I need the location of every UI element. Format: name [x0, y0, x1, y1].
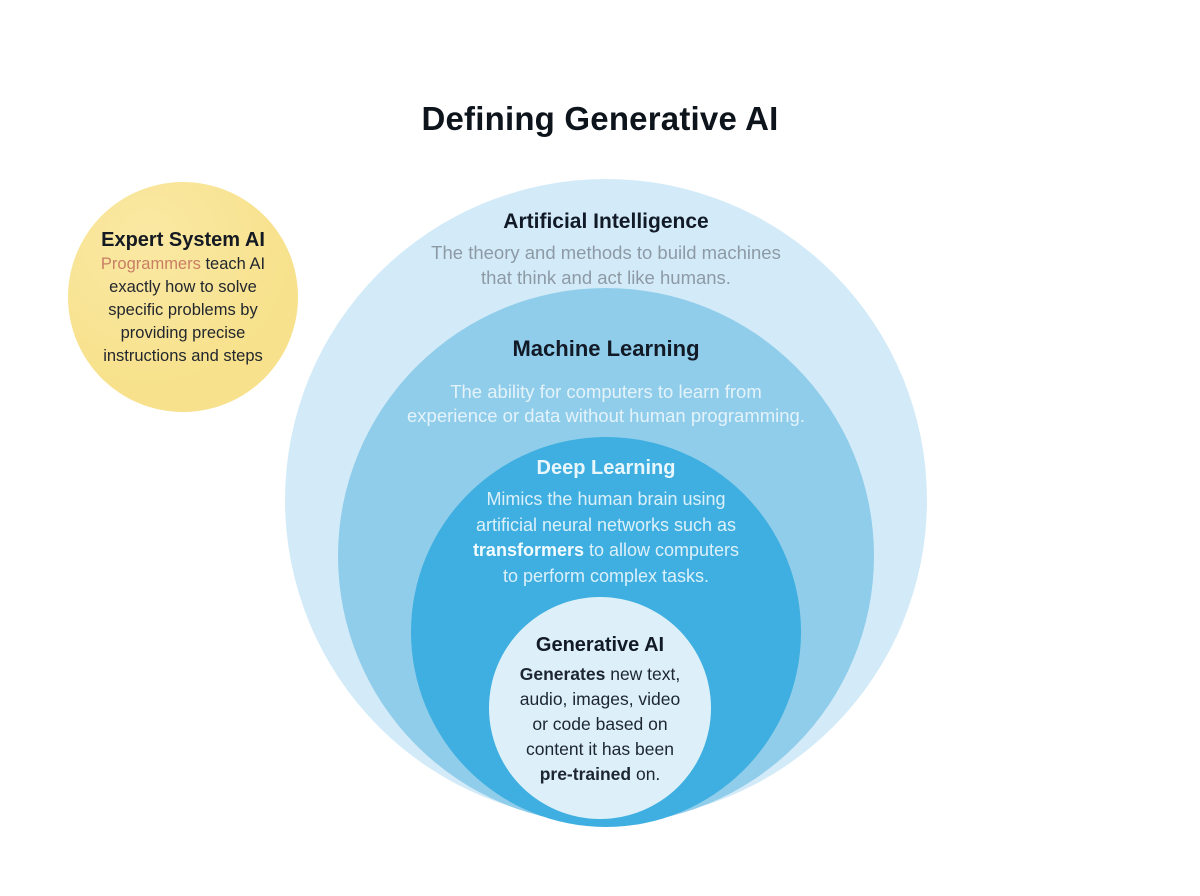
ml-description-line-1: The ability for computers to learn from — [450, 381, 762, 402]
expert-description-line-5: instructions and steps — [103, 347, 263, 365]
expert-description-line-3: specific problems by — [108, 301, 258, 319]
genai-description-line-3: or code based on — [532, 714, 668, 734]
dl-description-line-3: transformers to allow computers — [472, 540, 740, 560]
genai-pretrained-bold: pre-trained — [539, 764, 632, 784]
expert-system-circle — [68, 182, 298, 412]
dl-description-line-2: artificial neural networks such as — [475, 514, 737, 535]
expert-system-text-block: Expert System AI Programmers teach AI ex… — [73, 228, 293, 368]
expert-description-line-4: providing precise — [120, 324, 246, 342]
genai-text-block: Generative AI Generates new text, audio,… — [470, 632, 730, 787]
programmers-highlight: Programmers — [100, 255, 201, 273]
genai-circle — [489, 597, 711, 819]
genai-description-line-2: audio, images, video — [519, 689, 681, 709]
dl-title: Deep Learning — [536, 457, 676, 479]
expert-description-line-1: Programmers teach AI — [100, 255, 266, 273]
genai-title: Generative AI — [535, 634, 665, 656]
ml-title: Machine Learning — [512, 336, 700, 361]
ai-description-line-2: that think and act like humans. — [481, 267, 731, 288]
genai-generates-bold: Generates — [519, 664, 606, 684]
expert-system-title: Expert System AI — [101, 229, 265, 251]
genai-description-line-1: Generates new text, — [519, 664, 681, 684]
ai-title: Artificial Intelligence — [503, 210, 709, 233]
ml-text-block: Machine Learning The ability for compute… — [306, 335, 906, 428]
dl-description-line-4: to perform complex tasks. — [502, 565, 710, 586]
genai-description-line-4: content it has been — [526, 739, 674, 759]
page-title: Defining Generative AI — [421, 100, 779, 138]
ai-text-block: Artificial Intelligence The theory and m… — [306, 209, 906, 290]
genai-description-line-5: pre-trained on. — [539, 764, 661, 784]
ml-description-line-2: experience or data without human program… — [407, 405, 805, 426]
ai-description-line-1: The theory and methods to build machines — [431, 242, 781, 263]
dl-transformers-bold: transformers — [472, 540, 584, 560]
dl-text-block: Deep Learning Mimics the human brain usi… — [406, 455, 806, 589]
dl-description-line-1: Mimics the human brain using — [486, 489, 726, 509]
expert-description-line-2: exactly how to solve — [109, 278, 257, 296]
